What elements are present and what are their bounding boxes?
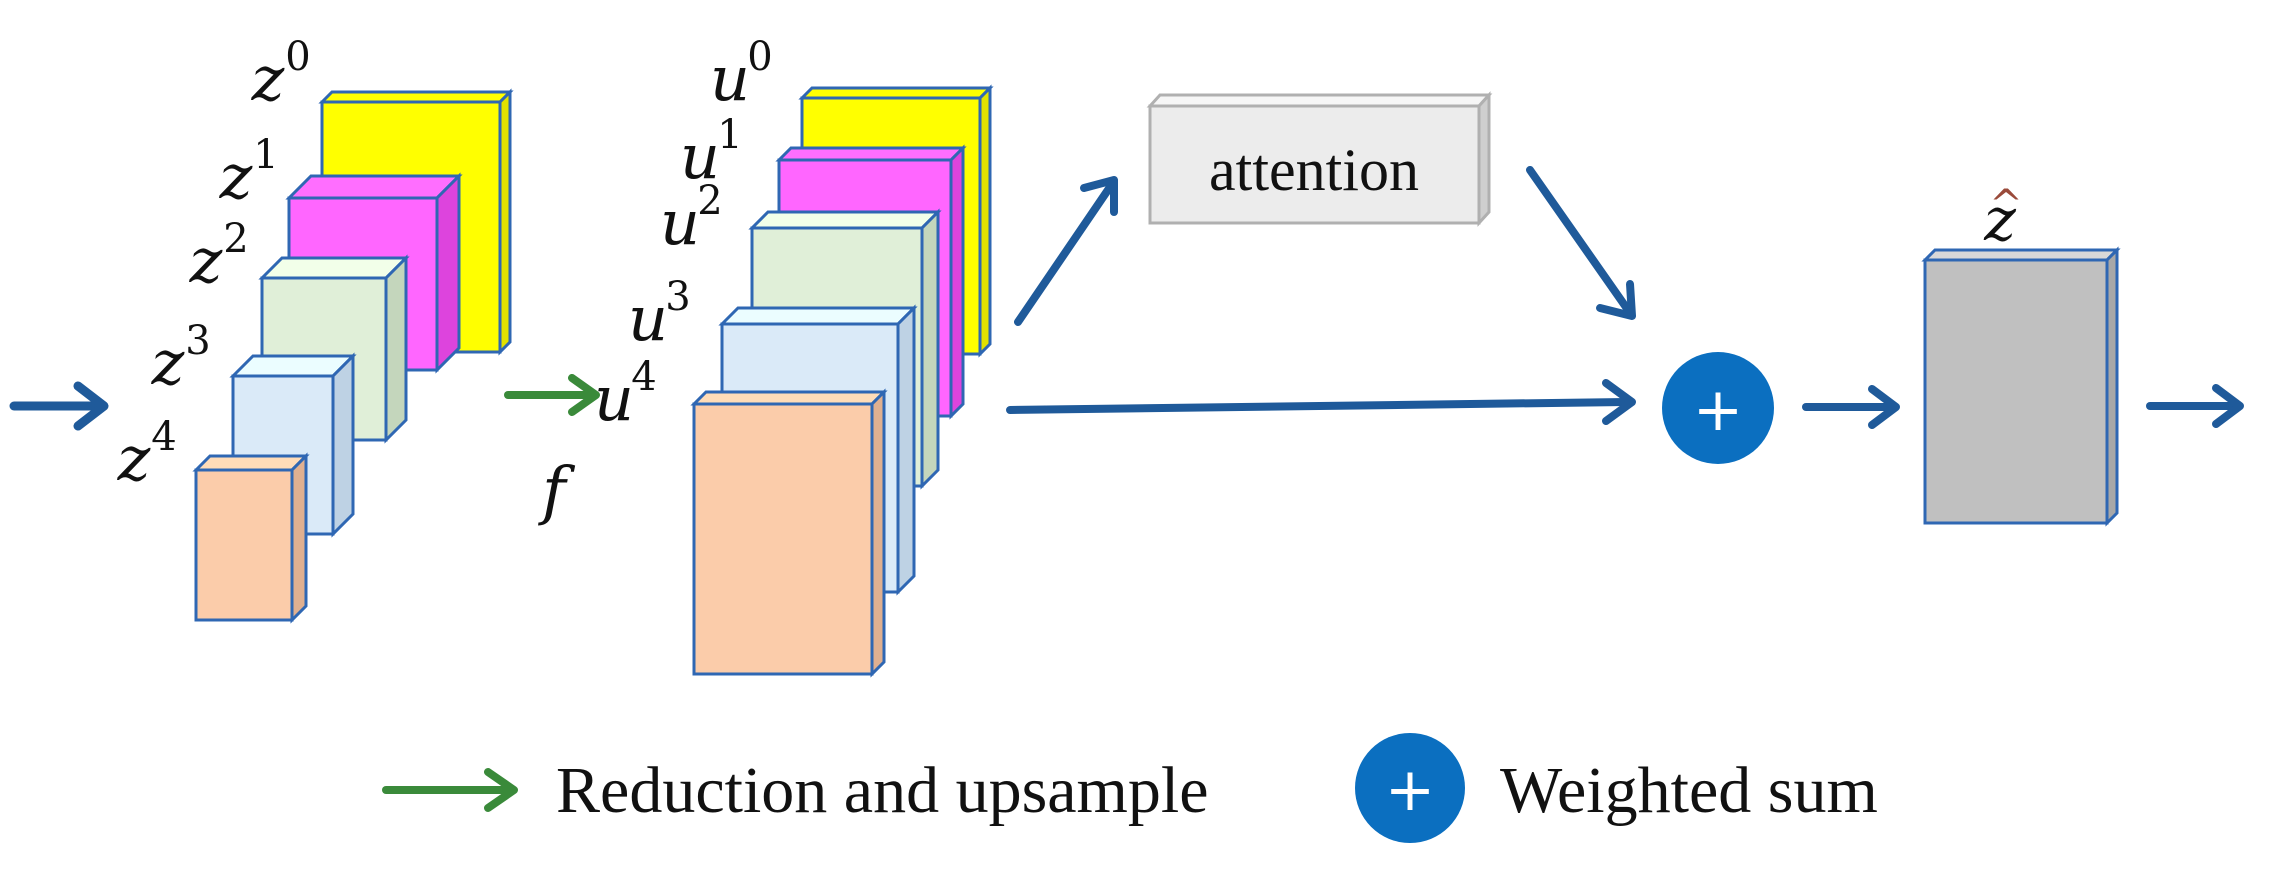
f-label: f — [538, 454, 576, 528]
u-label-sup-2: 2 — [697, 178, 722, 224]
u-label-sup-4: 4 — [631, 354, 656, 400]
legend: Reduction and upsample + Weighted sum — [382, 733, 1878, 843]
weighted-sum-plus: + — [1693, 375, 1743, 445]
z-label-1: z — [219, 140, 253, 213]
output-arrow — [2146, 384, 2244, 428]
attention-block — [1146, 91, 1493, 227]
arrow-sum-to-output — [1802, 385, 1900, 429]
legend-weighted-sum-icon — [1355, 733, 1465, 843]
legend-weighted-sum-label: Weighted sum — [1500, 754, 1878, 827]
z-label-sup-0: 0 — [285, 34, 310, 80]
u-label-4: u — [594, 362, 634, 435]
weighted-sum-node — [1662, 352, 1774, 464]
u-label-1: u — [680, 120, 720, 193]
z-label-sup-2: 2 — [223, 216, 248, 262]
z-label-sup-4: 4 — [151, 414, 176, 460]
z-label-3: z — [151, 326, 185, 399]
z-label-sup-3: 3 — [185, 318, 210, 364]
z-label-2: z — [189, 224, 223, 297]
arrow-to-attention — [1014, 176, 1118, 326]
u-block-4 — [690, 388, 888, 678]
arrow-features-to-sum — [1006, 379, 1636, 425]
z-label-sup-1: 1 — [253, 132, 278, 178]
u-label-sup-3: 3 — [665, 274, 690, 320]
u-label-3: u — [628, 282, 668, 355]
attention-label: attention — [1209, 137, 1419, 203]
z-label-4: z — [117, 422, 151, 495]
output-hat: ^ — [1989, 182, 2023, 228]
legend-plus: + — [1385, 755, 1435, 825]
output-block — [1921, 246, 2121, 527]
legend-reduction-label: Reduction and upsample — [556, 754, 1209, 827]
z-label-0: z — [251, 42, 285, 115]
arrow-attention-to-sum — [1526, 166, 1636, 320]
u-label-sup-1: 1 — [717, 112, 742, 158]
output-label: z — [1983, 185, 2016, 255]
reduction-arrow — [504, 374, 600, 416]
z-block-4 — [192, 452, 310, 624]
u-label-0: u — [710, 42, 750, 115]
u-label-2: u — [660, 186, 700, 259]
input-arrow — [9, 381, 109, 431]
u-label-sup-0: 0 — [747, 34, 772, 80]
legend-green-arrow — [382, 768, 518, 812]
